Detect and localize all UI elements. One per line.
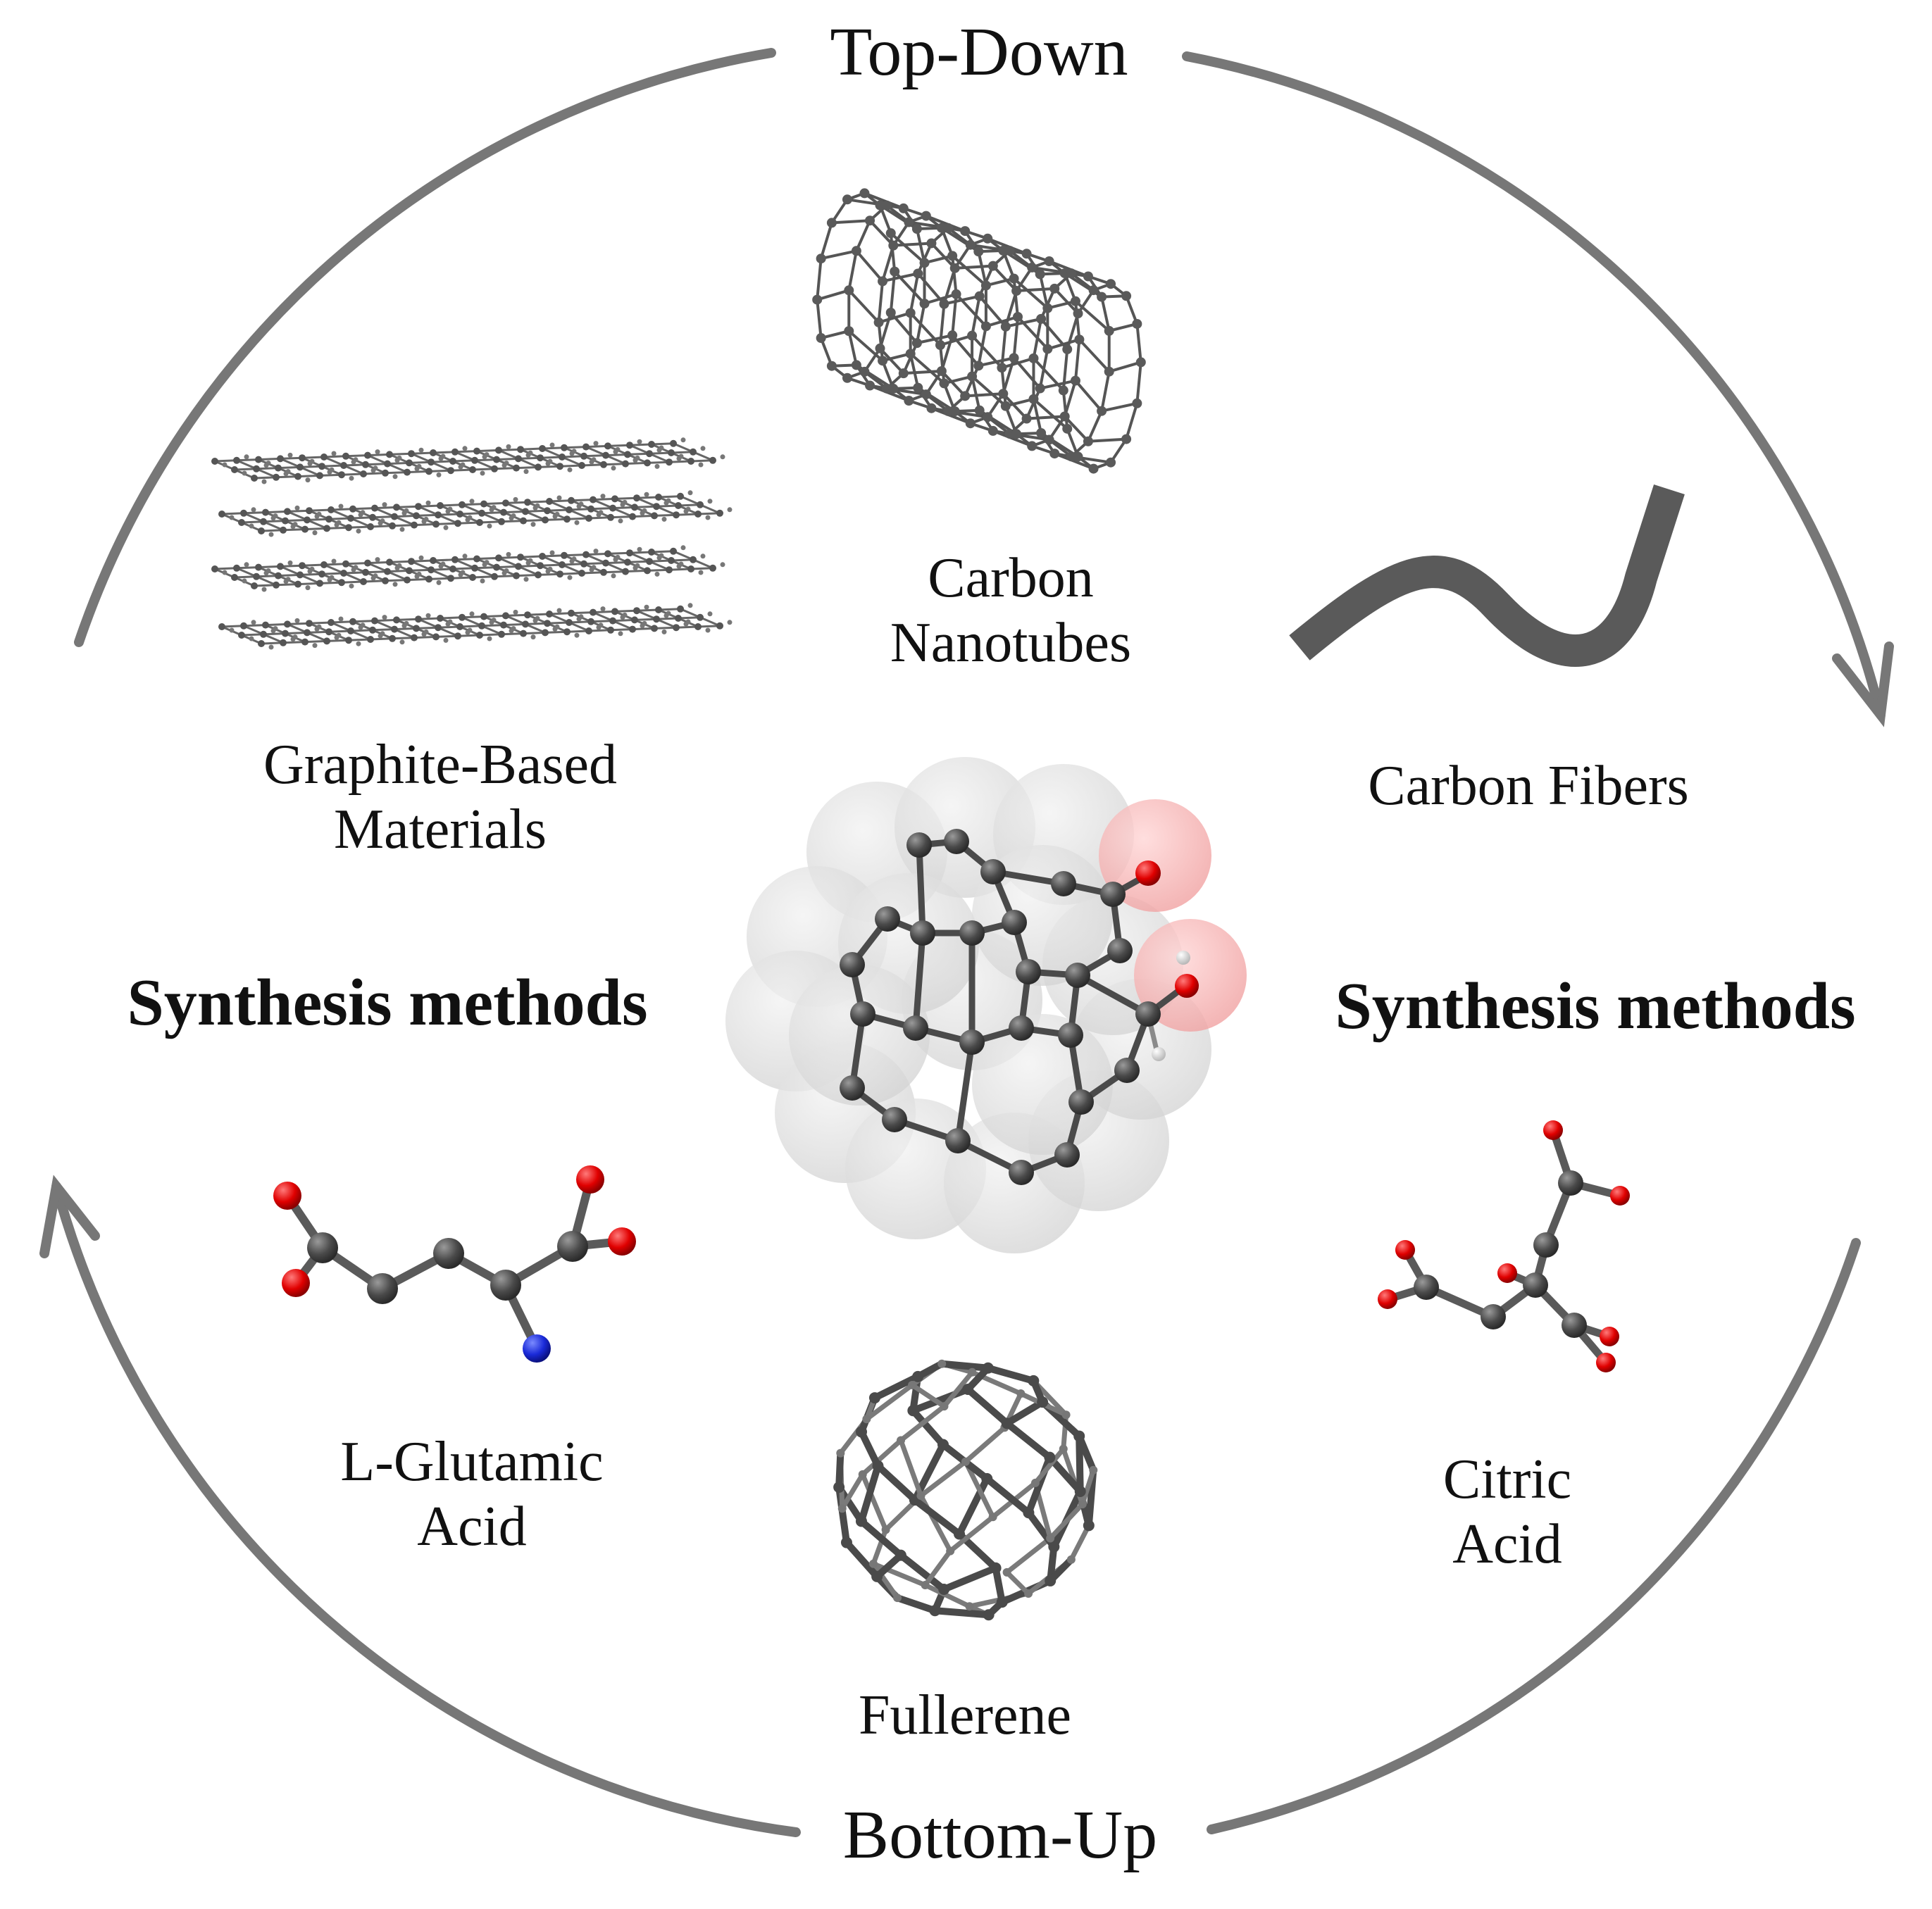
oxygen-atom xyxy=(576,1165,604,1194)
oxygen-atom xyxy=(273,1182,301,1210)
graphene-sheet xyxy=(218,490,733,537)
carbon-atom xyxy=(1562,1313,1587,1338)
graphene-sheet xyxy=(211,545,725,592)
fullerene-label: Fullerene xyxy=(858,1684,1072,1746)
top-right-arc xyxy=(1182,51,1886,720)
glutamic-label-line1: L-Glutamic xyxy=(340,1431,604,1493)
oxygen-atom xyxy=(1600,1327,1619,1346)
glutamic-acid-icon xyxy=(273,1165,636,1363)
oxygen-atom xyxy=(1497,1263,1517,1283)
graphite-label-line1: Graphite-Based xyxy=(263,734,618,796)
carbon-atom xyxy=(1523,1272,1548,1298)
bottom-left-arc xyxy=(51,1182,801,1837)
graphene-sheet xyxy=(211,437,725,484)
carbon-atom xyxy=(1414,1275,1439,1300)
citric-label-line2: Acid xyxy=(1452,1513,1562,1575)
hydrogen-atom xyxy=(1152,1047,1166,1061)
top-right-arrowhead-icon xyxy=(1832,641,1894,727)
oxygen-atom xyxy=(1175,974,1199,998)
top-down-label: Top-Down xyxy=(830,14,1128,90)
bottom-up-label: Bottom-Up xyxy=(842,1797,1158,1873)
hydrogen-atom xyxy=(1176,951,1190,965)
nanotube-icon xyxy=(812,188,1146,474)
nitrogen-atom xyxy=(523,1334,551,1363)
oxygen-atom xyxy=(608,1227,636,1256)
top-left-arc xyxy=(74,48,776,647)
graphene-sheet xyxy=(218,603,733,650)
synthesis-methods-right: Synthesis methods xyxy=(1335,970,1856,1043)
nanotubes-label: Carbon Nanotubes xyxy=(814,546,1208,675)
carbon-atom xyxy=(367,1273,398,1304)
carbon-atom xyxy=(557,1231,588,1262)
carbon-atom xyxy=(1533,1232,1559,1258)
glutamic-label: L-Glutamic Acid xyxy=(275,1429,669,1559)
carbon-dot-icon xyxy=(725,757,1247,1253)
fullerene-icon xyxy=(833,1359,1098,1621)
graphite-label-line2: Materials xyxy=(333,799,547,860)
cycle-arrows xyxy=(39,48,1894,1837)
carbon-atom xyxy=(1558,1170,1583,1196)
citric-label-line1: Citric xyxy=(1442,1448,1572,1510)
bottom-left-arrowhead-icon xyxy=(39,1175,100,1258)
nanotubes-label-line2: Nanotubes xyxy=(890,612,1132,674)
oxygen-atom xyxy=(1378,1289,1397,1309)
synthesis-methods-left: Synthesis methods xyxy=(127,966,648,1039)
oxygen-atom xyxy=(1610,1186,1630,1206)
oxygen-atom xyxy=(1135,860,1161,886)
carbon-fiber-icon xyxy=(1289,484,1685,667)
carbon-fibers-label: Carbon Fibers xyxy=(1368,755,1689,817)
graphite-label: Graphite-Based Materials xyxy=(187,732,694,862)
carbon-atom xyxy=(307,1232,338,1263)
carbon-atom xyxy=(490,1270,521,1301)
carbon-atom xyxy=(433,1238,464,1269)
graphite-layers-icon xyxy=(211,437,733,650)
glutamic-label-line2: Acid xyxy=(417,1496,527,1558)
citric-acid-icon xyxy=(1378,1120,1630,1372)
carbon-atom xyxy=(1481,1304,1506,1329)
nanotubes-label-line1: Carbon xyxy=(928,547,1094,609)
oxygen-atom xyxy=(1596,1353,1616,1372)
bottom-right-arc xyxy=(1207,1238,1861,1834)
oxygen-atom xyxy=(282,1269,310,1297)
oxygen-atom xyxy=(1543,1120,1563,1140)
oxygen-atom xyxy=(1395,1240,1415,1260)
citric-label: Citric Acid xyxy=(1381,1447,1634,1577)
